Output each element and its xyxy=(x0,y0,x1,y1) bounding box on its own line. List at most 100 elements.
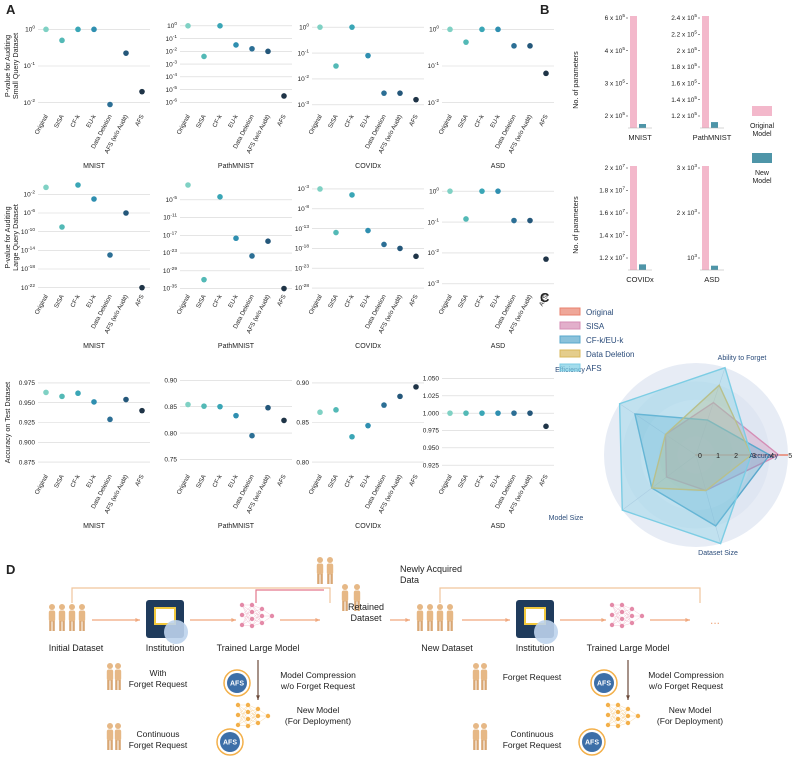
person-leg xyxy=(115,680,118,690)
person-head xyxy=(473,663,479,669)
person-leg xyxy=(473,740,476,750)
net-edge xyxy=(617,708,629,727)
net-node xyxy=(255,720,261,726)
x-tick-label: SISA xyxy=(53,293,66,310)
panel-c-letter: C xyxy=(540,290,550,305)
data-point xyxy=(463,39,469,45)
x-tick-label: Original xyxy=(176,114,192,136)
tick-label: 10-2 xyxy=(24,98,36,107)
data-point xyxy=(281,417,287,424)
net-node xyxy=(629,620,635,626)
tick-label: 0.80 xyxy=(296,459,309,466)
tick-label: 2.2 x 105 xyxy=(671,30,697,39)
person-head xyxy=(481,723,487,729)
net-node xyxy=(615,702,621,708)
tick-label: 0.950 xyxy=(423,445,440,452)
radar-axis xyxy=(622,454,697,511)
tick-label: 10-4 xyxy=(166,72,178,81)
person-leg xyxy=(450,621,453,631)
arrow-head xyxy=(405,618,410,622)
tick-label: 10-10 xyxy=(21,227,35,236)
data-point xyxy=(249,253,255,259)
net-node xyxy=(269,613,275,619)
x-tick-label: Original xyxy=(34,474,50,496)
x-tick-label: Original xyxy=(176,294,192,316)
x-tick-label: EU-k xyxy=(359,113,372,129)
legend-swatch-new xyxy=(752,153,772,163)
data-point xyxy=(201,403,207,409)
feedback-line xyxy=(439,587,701,603)
net-node xyxy=(629,613,635,619)
net-edge xyxy=(611,604,623,616)
data-point xyxy=(495,410,501,416)
feedback-line xyxy=(255,589,324,603)
net-edge xyxy=(237,704,249,726)
label-institution-2: Institution xyxy=(516,643,555,653)
person-body xyxy=(472,669,480,681)
data-point xyxy=(217,194,223,200)
person-icon xyxy=(446,604,454,631)
x-tick-label: SISA xyxy=(195,473,208,490)
person-leg xyxy=(345,601,348,611)
person-head xyxy=(69,604,75,610)
person-icon xyxy=(58,604,66,631)
person-body xyxy=(480,669,488,681)
x-tick-label: AFS xyxy=(276,294,288,308)
person-leg xyxy=(110,680,113,690)
tick-label: 10-6 xyxy=(166,98,178,107)
person-leg xyxy=(320,574,323,584)
data-point xyxy=(91,399,97,405)
radar-legend-label: Data Deletion xyxy=(586,350,634,359)
x-tick-label: SISA xyxy=(457,113,470,130)
net-node xyxy=(259,606,265,612)
x-tick-label: CF-k xyxy=(69,113,82,129)
tick-label: 10-1 xyxy=(428,217,440,226)
bar-new xyxy=(639,124,646,128)
tick-label: 10-2 xyxy=(166,47,178,56)
afs-ring xyxy=(590,669,618,697)
tick-label: 10-23 xyxy=(163,248,177,257)
tick-label: 0.85 xyxy=(296,420,309,427)
radar-axis-label: Model Size xyxy=(549,515,584,522)
label-trained-large-2: Trained Large Model xyxy=(587,643,670,653)
person-leg xyxy=(107,680,110,690)
tick-label: 2 x 103 xyxy=(677,208,698,217)
person-icon xyxy=(106,723,114,750)
data-point xyxy=(201,276,207,283)
data-point xyxy=(233,235,239,242)
data-point xyxy=(59,37,65,44)
x-tick-label: SISA xyxy=(327,293,340,310)
radar-rtick: 3 xyxy=(752,453,756,460)
net-edge xyxy=(241,614,253,627)
x-tick-label: SISA xyxy=(457,293,470,310)
person-body xyxy=(353,590,361,602)
tick-label: 10-6 xyxy=(24,208,36,217)
net-edge xyxy=(241,604,253,616)
tick-label: 100 xyxy=(167,21,177,30)
tick-label: 2 x 107 xyxy=(605,163,626,172)
x-tick-label: AFS xyxy=(538,294,550,308)
data-point xyxy=(365,422,371,429)
person-body xyxy=(68,610,76,622)
person-head xyxy=(447,604,453,610)
x-tick-label: AFS xyxy=(408,474,420,488)
person-head xyxy=(417,604,423,610)
afs-gear xyxy=(594,673,614,693)
bar-original xyxy=(702,16,709,128)
label-initial-dataset: Initial Dataset xyxy=(49,643,104,653)
dataset-label: PathMNIST xyxy=(218,523,255,530)
person-body xyxy=(58,610,66,622)
net-node xyxy=(625,720,631,726)
data-point xyxy=(381,402,387,408)
data-point xyxy=(281,285,287,292)
net-node xyxy=(245,716,251,722)
tick-label: 10-2 xyxy=(428,248,440,257)
data-point xyxy=(185,401,191,408)
bar-dataset-label: MNIST xyxy=(628,133,652,142)
net-edge xyxy=(611,604,623,627)
net-node xyxy=(619,609,625,615)
net-node xyxy=(249,623,255,629)
afs-label: AFS xyxy=(230,681,244,688)
net-edge xyxy=(247,708,259,727)
